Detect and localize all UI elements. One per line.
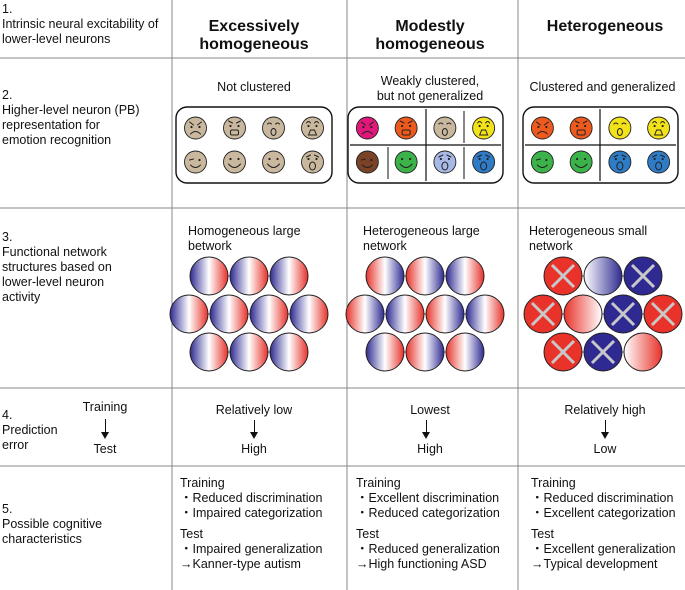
network-node: [563, 294, 603, 334]
network-node: [583, 256, 623, 296]
emotion-face-icon: [394, 150, 418, 174]
emotion-face-icon: [608, 116, 632, 140]
network-node: [249, 294, 289, 334]
network-heterogeneous-large: [345, 256, 505, 372]
emotion-face-icon: [569, 116, 593, 140]
cross-icon: [530, 301, 556, 327]
network-node: [229, 256, 269, 296]
network-node: [445, 256, 485, 296]
emotion-face-icon: [433, 116, 457, 140]
network-homogeneous-large: [169, 256, 329, 372]
network-heterogeneous-small: [523, 256, 683, 372]
network-node: [345, 294, 385, 334]
emotion-face-icon: [647, 150, 671, 174]
col3-header: Heterogeneous: [546, 18, 664, 35]
network-node: [289, 294, 329, 334]
emotion-face-icon: [184, 116, 207, 140]
col1-characteristics: Training・Reduced discrimination・Impaired…: [180, 476, 323, 571]
cross-icon: [590, 339, 616, 365]
network-node: [623, 332, 663, 372]
network-node: [189, 332, 229, 372]
down-arrow-icon: [250, 420, 258, 439]
network-node: [189, 256, 229, 296]
col2-pred-training: Lowest: [410, 403, 450, 417]
network-node: [425, 294, 465, 334]
emotion-face-icon: [472, 116, 496, 140]
cross-icon: [550, 339, 576, 365]
emotion-face-icon: [647, 116, 671, 140]
emotion-face-icon: [184, 150, 207, 174]
emotion-face-icon: [301, 116, 324, 140]
row2-label: 2.Higher-level neuron (PB)representation…: [2, 88, 140, 147]
network-node: [465, 294, 505, 334]
col2-pred-test: High: [417, 442, 443, 456]
network-node: [405, 256, 445, 296]
emotion-face-icon: [223, 150, 246, 174]
network-node: [385, 294, 425, 334]
down-arrow-icon: [601, 420, 609, 439]
network-node: [445, 332, 485, 372]
network-node: [365, 256, 405, 296]
emotion-face-icon: [355, 116, 379, 140]
emotion-face-icon: [301, 150, 324, 174]
col3-cluster-label: Clustered and generalized: [529, 80, 676, 94]
cross-icon: [650, 301, 676, 327]
network-node: [269, 332, 309, 372]
emotion-face-icon: [472, 150, 496, 174]
down-arrow-icon: [422, 420, 430, 439]
row4-test-label: Test: [93, 442, 117, 456]
row4-training-label: Training: [82, 400, 128, 414]
emotion-face-icon: [608, 150, 632, 174]
network-node: [229, 332, 269, 372]
emotion-face-icon: [569, 150, 593, 174]
emotion-face-icon: [530, 116, 554, 140]
cross-icon: [550, 263, 576, 289]
col3-pred-test: Low: [593, 442, 617, 456]
col1-pred-training: Relatively low: [215, 403, 293, 417]
cross-icon: [630, 263, 656, 289]
face-panel-not-clustered: [175, 106, 333, 184]
col1-pred-test: High: [241, 442, 267, 456]
network-node: [365, 332, 405, 372]
network-node: [169, 294, 209, 334]
col3-characteristics: Training・Reduced discrimination・Excellen…: [531, 476, 676, 571]
down-arrow-icon: [101, 419, 109, 439]
emotion-face-icon: [530, 150, 554, 174]
emotion-face-icon: [433, 150, 457, 174]
network-node: [209, 294, 249, 334]
emotion-face-icon: [394, 116, 418, 140]
cross-icon: [610, 301, 636, 327]
col3-pred-training: Relatively high: [564, 403, 646, 417]
network-node: [269, 256, 309, 296]
col2-characteristics: Training・Excellent discrimination・Reduce…: [356, 476, 500, 571]
emotion-face-icon: [223, 116, 246, 140]
emotion-face-icon: [262, 150, 285, 174]
emotion-face-icon: [262, 116, 285, 140]
network-node: [405, 332, 445, 372]
col1-cluster-label: Not clustered: [217, 80, 291, 94]
emotion-face-icon: [355, 150, 379, 174]
col2-cluster-label: Weakly clustered,but not generalized: [376, 74, 484, 103]
